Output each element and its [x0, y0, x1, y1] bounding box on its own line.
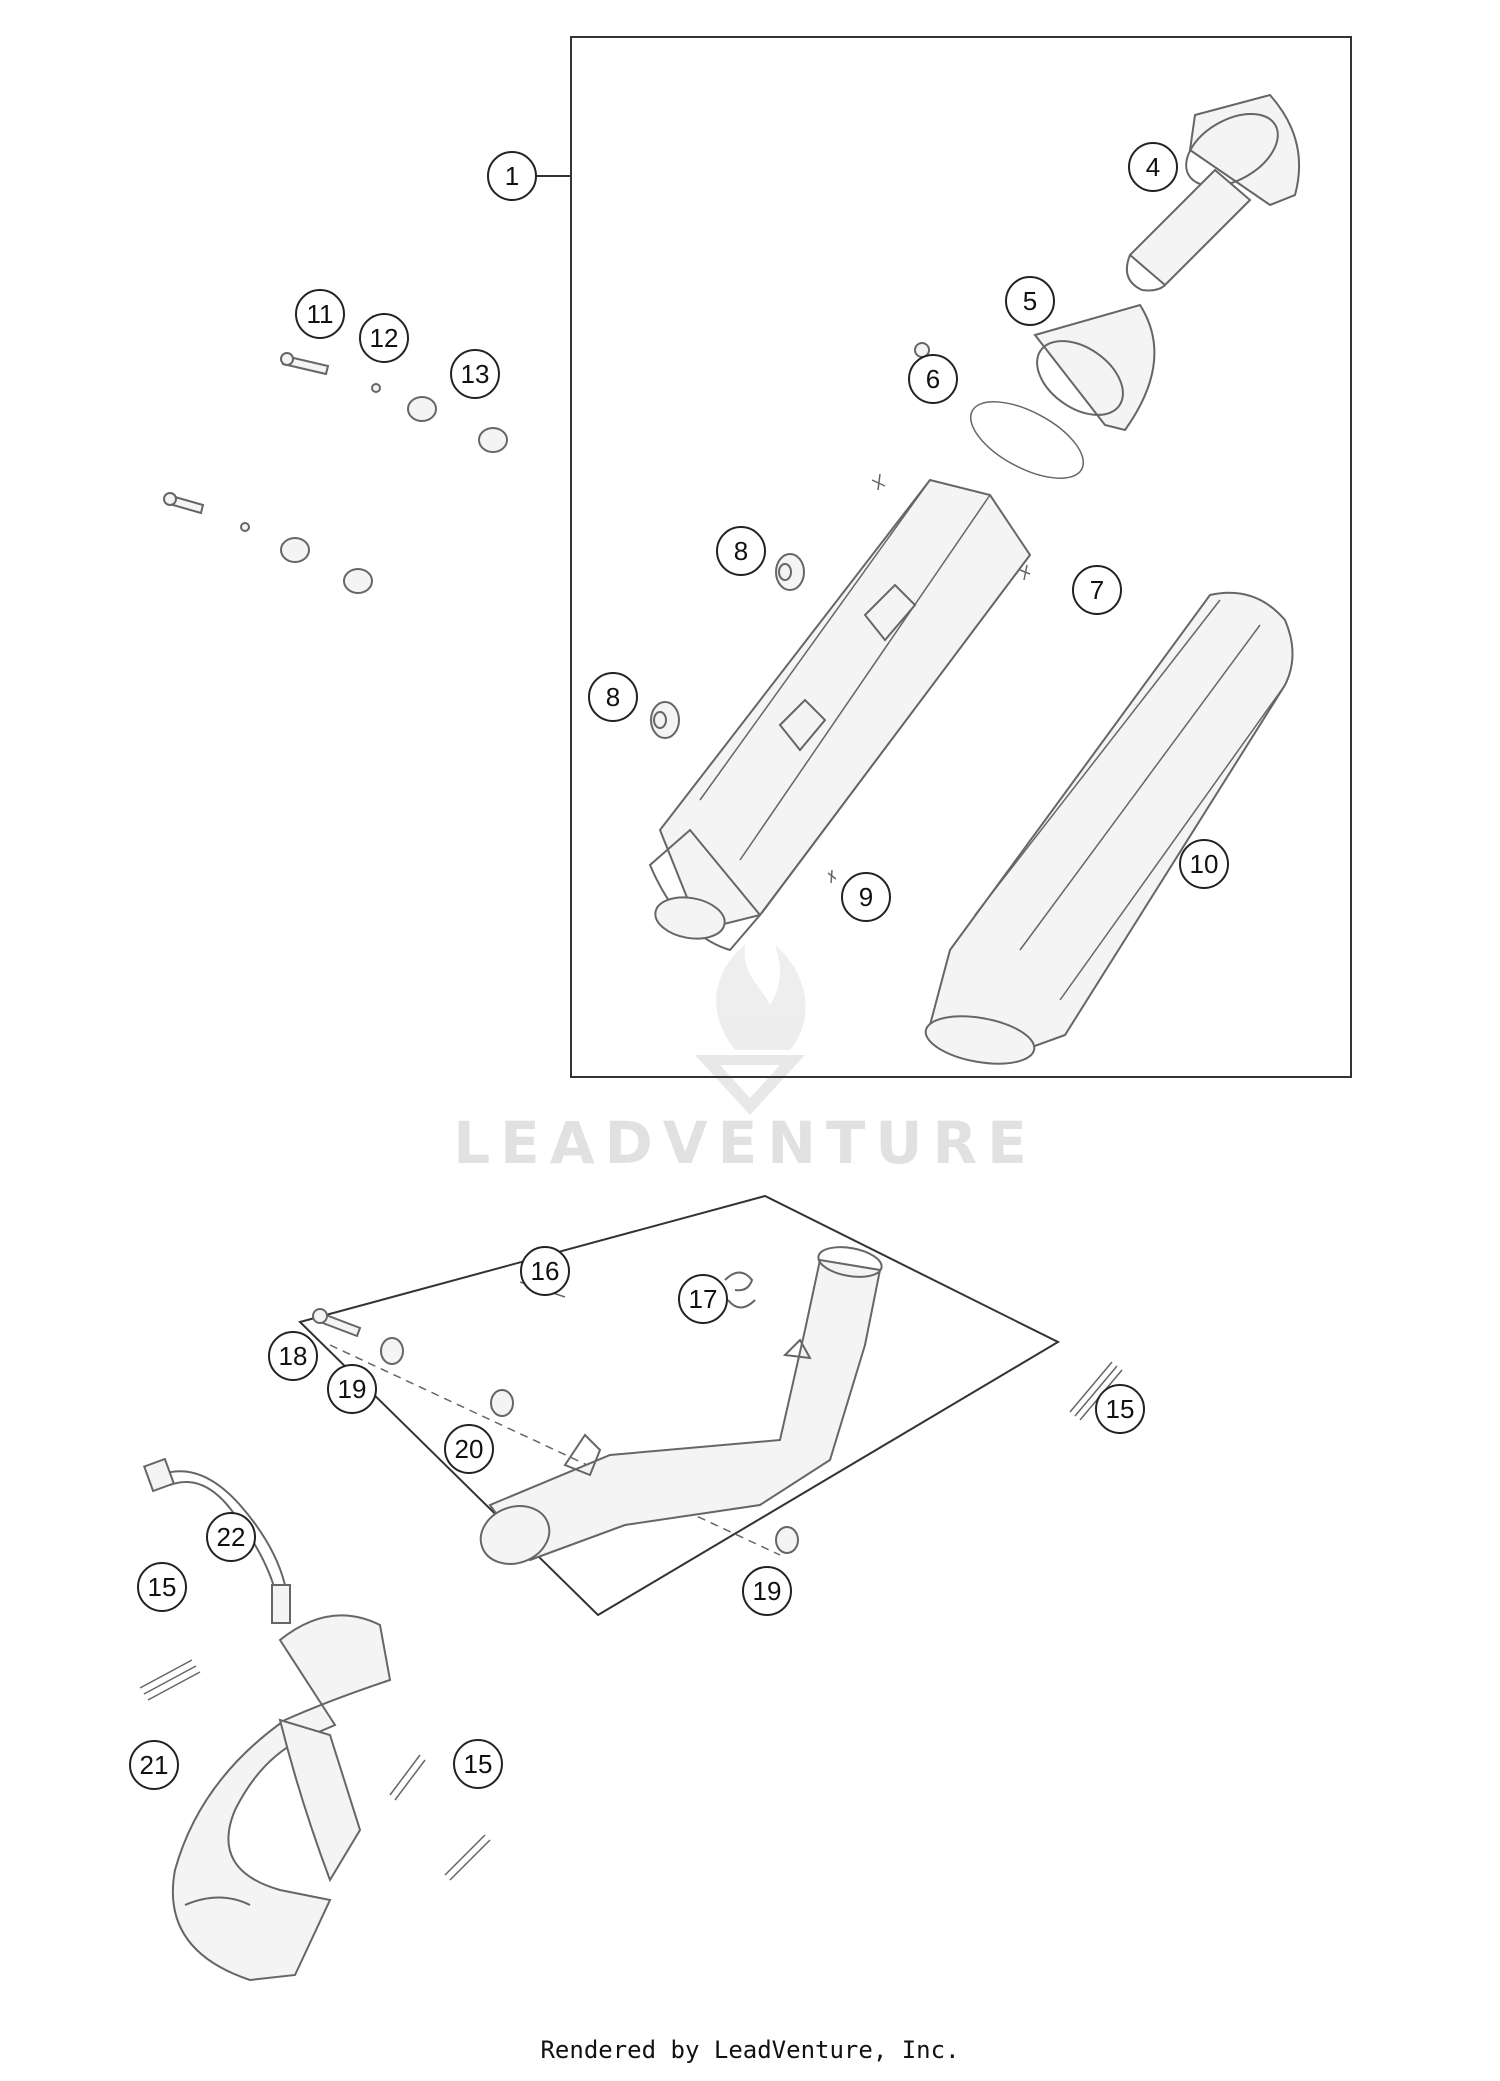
header-assembly-frame — [298, 1194, 1061, 1617]
watermark-flame-icon — [716, 945, 806, 1050]
callout-12: 12 — [359, 313, 409, 363]
callout-19-lower: 19 — [742, 1566, 792, 1616]
callout-8-lower: 8 — [588, 672, 638, 722]
svg-text:9: 9 — [859, 882, 873, 912]
bolt-washer-set — [312, 1308, 799, 1554]
svg-text:8: 8 — [734, 536, 748, 566]
footer-credit: Rendered by LeadVenture, Inc. — [540, 2036, 960, 2064]
cone-part — [1033, 303, 1156, 432]
svg-text:16: 16 — [531, 1256, 560, 1286]
svg-text:22: 22 — [217, 1522, 246, 1552]
callout-11: 11 — [295, 289, 345, 339]
rubber-grommets — [650, 553, 805, 739]
mounting-hardware-upper — [280, 352, 508, 453]
silencer-body-part — [648, 478, 1032, 952]
svg-text:21: 21 — [140, 1750, 169, 1780]
callout-15-lower: 15 — [453, 1739, 503, 1789]
svg-text:7: 7 — [1090, 575, 1104, 605]
callout-15-right: 15 — [1095, 1384, 1145, 1434]
callout-22: 22 — [206, 1512, 256, 1562]
callout-8-upper: 8 — [716, 526, 766, 576]
callout-19-upper: 19 — [327, 1364, 377, 1414]
svg-text:10: 10 — [1190, 849, 1219, 879]
silencer-assembly-frame — [570, 36, 1352, 1078]
svg-text:20: 20 — [455, 1434, 484, 1464]
header-pipe-part — [479, 1246, 883, 1565]
callout-20: 20 — [444, 1424, 494, 1474]
watermark: LEADVENTURE — [453, 945, 1037, 1177]
manifold-pipe-part — [171, 1614, 392, 1982]
callout-1: 1 — [487, 151, 537, 201]
callout-5: 5 — [1005, 276, 1055, 326]
mounting-hardware-lower — [163, 492, 373, 594]
callout-21: 21 — [129, 1740, 179, 1790]
svg-text:8: 8 — [606, 682, 620, 712]
svg-text:4: 4 — [1146, 152, 1160, 182]
watermark-brand: LEADVENTURE — [453, 1109, 1037, 1177]
callout-7: 7 — [1072, 565, 1122, 615]
callout-6: 6 — [908, 354, 958, 404]
callout-15-left: 15 — [137, 1562, 187, 1612]
clamp-part — [724, 1271, 756, 1309]
bolt-axis-line — [329, 1344, 781, 1556]
callout-18: 18 — [268, 1331, 318, 1381]
end-cap-part — [1126, 93, 1301, 292]
outer-sleeve-part — [924, 591, 1294, 1065]
callout-9: 9 — [841, 872, 891, 922]
svg-text:12: 12 — [370, 323, 399, 353]
svg-text:18: 18 — [279, 1341, 308, 1371]
svg-text:15: 15 — [1106, 1394, 1135, 1424]
svg-text:13: 13 — [461, 359, 490, 389]
callout-17: 17 — [678, 1274, 728, 1324]
o-ring-part — [969, 401, 1085, 479]
callout-10: 10 — [1179, 839, 1229, 889]
watermark-v-logo — [695, 1055, 805, 1115]
springs — [139, 1361, 1123, 1881]
svg-text:19: 19 — [338, 1374, 367, 1404]
svg-text:1: 1 — [505, 161, 519, 191]
callout-13: 13 — [450, 349, 500, 399]
callout-4: 4 — [1128, 142, 1178, 192]
svg-text:11: 11 — [307, 299, 334, 329]
svg-text:6: 6 — [926, 364, 940, 394]
svg-text:15: 15 — [148, 1572, 177, 1602]
callout-16: 16 — [520, 1246, 570, 1296]
svg-text:17: 17 — [689, 1284, 718, 1314]
svg-text:15: 15 — [464, 1749, 493, 1779]
svg-text:5: 5 — [1023, 286, 1037, 316]
svg-text:19: 19 — [753, 1576, 782, 1606]
